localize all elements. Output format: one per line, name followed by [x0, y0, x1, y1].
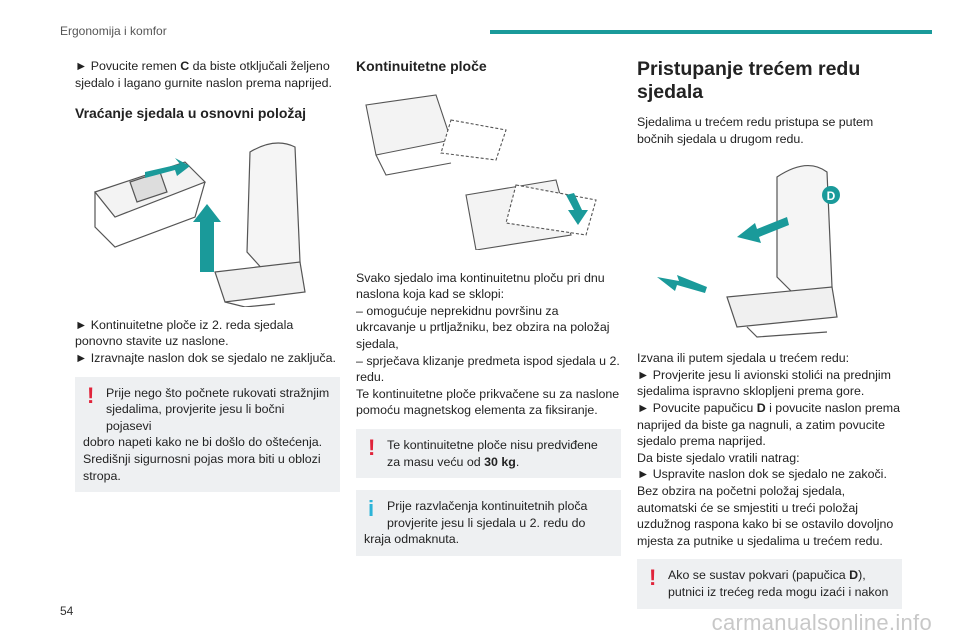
label-d: D [827, 189, 836, 203]
warning-note: ! Ako se sustav pokvari (papučica D), pu… [637, 559, 902, 609]
panels-illustration [365, 93, 597, 250]
column-2: Kontinuitetne ploče Svako sjedalo ima ko… [356, 58, 621, 556]
column-1: ► Povucite remen C da biste otključali ž… [75, 58, 340, 493]
info-icon: i [368, 496, 375, 522]
watermark: carmanualsonline.info [711, 610, 932, 635]
heading-panels: Kontinuitetne ploče [356, 58, 487, 74]
intro-step: ► Povucite remen C da biste otključali ž… [75, 59, 332, 90]
info-note: i Prije razvlačenja kontinuitetnih ploča… [356, 490, 621, 556]
warning-icon: ! [87, 382, 95, 408]
body-text: Svako sjedalo ima kontinuitetnu ploču pr… [356, 270, 605, 302]
body-text: – sprječava klizanje predmeta ispod sjed… [356, 353, 620, 385]
warning-icon: ! [368, 434, 376, 460]
body-text: – omogućuje neprekidnu površinu za ukrca… [356, 303, 610, 351]
warning-note: ! Te kontinuitetne ploče nisu predviđene… [356, 428, 621, 479]
heading-third-row: Pristupanje trećem redu sjedala [637, 58, 861, 103]
warning-note: ! Prije nego što počnete rukovati stražn… [75, 376, 340, 493]
page-number: 54 [60, 604, 74, 618]
step-panels: ► Kontinuitetne ploče iz 2. reda sjedala… [75, 317, 294, 349]
seat-reset-illustration [93, 142, 306, 307]
third-row-access-illustration: D [657, 165, 840, 338]
body-text: Te kontinuitetne ploče prikvačene su za … [356, 386, 620, 418]
warning-icon: ! [649, 565, 657, 591]
column-3: Pristupanje trećem redu sjedala Sjedalim… [637, 58, 902, 609]
intro-text: Sjedalima u trećem redu pristupa se pute… [637, 115, 874, 146]
section-header: Ergonomija i komfor [60, 24, 167, 38]
step-straighten: ► Izravnajte naslon dok se sjedalo ne za… [75, 350, 336, 365]
header-rule [490, 30, 932, 34]
heading-reset: Vraćanje sjedala u osnovni položaj [75, 105, 307, 122]
